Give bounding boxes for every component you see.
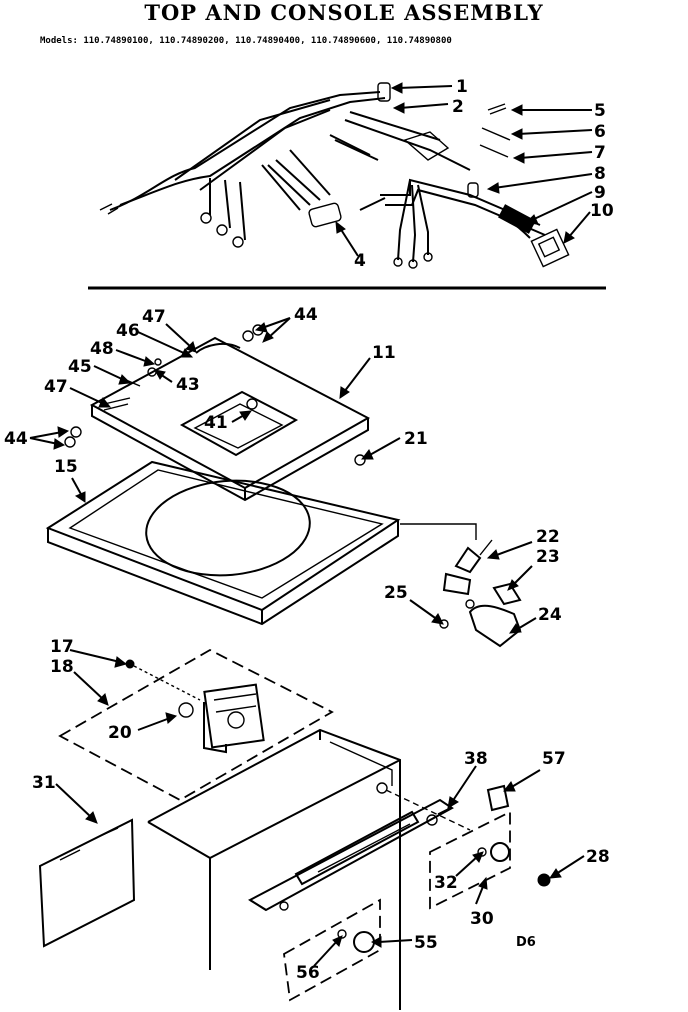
callout-24: 24 [538,605,562,625]
callout-23: 23 [536,547,560,567]
wire-harness [99,82,570,269]
callout-31: 31 [32,773,56,793]
callout-57: 57 [542,749,566,769]
diagram-code: D6 [516,935,536,950]
callout-6: 6 [594,122,606,142]
callout-17: 17 [50,637,74,657]
callout-21: 21 [404,429,428,449]
callout-labels: 1 2 4 5 6 7 8 9 10 11 15 17 18 20 21 22 … [4,77,614,983]
leader-arrows [29,82,593,967]
side-panel [38,818,136,948]
knob-group-right [429,784,551,910]
callout-8: 8 [594,164,606,184]
callout-38: 38 [464,749,488,769]
callout-46: 46 [116,321,140,341]
callout-2: 2 [452,97,464,117]
cabinet-console [147,728,471,1010]
callout-28: 28 [586,847,610,867]
callout-45: 45 [68,357,92,377]
top-cover [45,460,477,626]
lid-switch-parts [439,539,522,648]
callout-41: 41 [204,413,228,433]
callout-47-left: 47 [44,377,68,397]
callout-1: 1 [456,77,468,97]
callout-30: 30 [470,909,494,929]
callout-55: 55 [414,933,438,953]
knob-group-bottom [283,898,381,1002]
callout-11: 11 [372,343,396,363]
callout-32: 32 [434,873,458,893]
callout-44-left: 44 [4,429,28,449]
callout-18: 18 [50,657,74,677]
timer-assembly [58,648,334,802]
callout-44-top: 44 [294,305,318,325]
callout-10: 10 [590,201,614,221]
callout-4: 4 [354,251,366,271]
callout-20: 20 [108,723,132,743]
callout-15: 15 [54,457,78,477]
callout-47-top: 47 [142,307,166,327]
callout-7: 7 [594,143,606,163]
diagram-title: TOP AND CONSOLE ASSEMBLY [144,0,544,25]
console-top-panel [64,324,371,502]
callout-22: 22 [536,527,560,547]
callout-5: 5 [594,101,606,121]
model-numbers: Models: 110.74890100, 110.74890200, 110.… [40,36,452,46]
callout-9: 9 [594,183,606,203]
callout-25: 25 [384,583,408,603]
callout-56: 56 [296,963,320,983]
callout-43: 43 [176,375,200,395]
callout-48: 48 [90,339,114,359]
